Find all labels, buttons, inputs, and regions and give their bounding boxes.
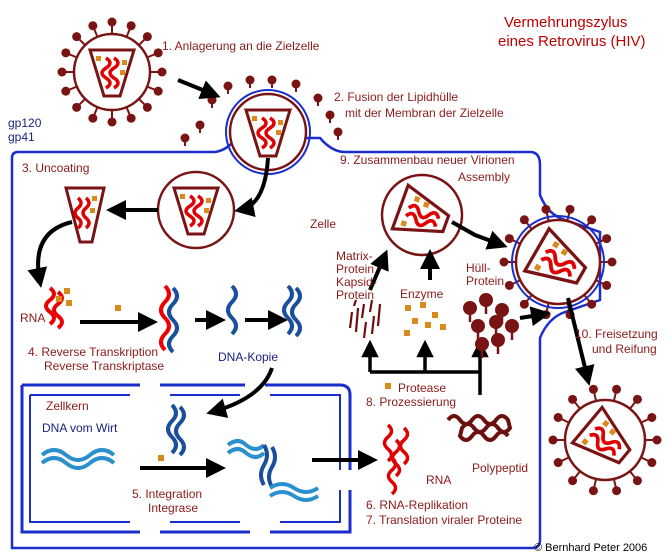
released-rna: [44, 286, 72, 330]
capsid: [522, 226, 588, 285]
step-5a: 5. Integration: [132, 487, 202, 501]
label-huell1: Hüll-: [466, 261, 491, 275]
capsid: [87, 48, 137, 98]
label-matrix1: Matrix-: [336, 249, 373, 263]
arrow-dna-nucleus: [206, 367, 274, 418]
label-rna1: RNA: [20, 311, 45, 325]
label-dna-wirt: DNA vom Wirt: [42, 421, 118, 435]
title-line2: eines Retrovirus (HIV): [498, 33, 646, 50]
virion-attaching: [57, 17, 167, 127]
step-4b: Reverse Transkriptase: [44, 359, 164, 373]
copyright: © Bernhard Peter 2006: [534, 542, 647, 554]
label-enzyme: Enzyme: [400, 287, 444, 301]
arrow-1-2: [177, 78, 221, 100]
label-polypeptid: Polypeptid: [472, 461, 528, 475]
label-gp41: gp41: [8, 130, 35, 144]
label-zelle: Zelle: [310, 217, 336, 231]
arrow-2-3: [234, 157, 270, 218]
protease-dot: [385, 383, 391, 389]
enzyme-dots: [404, 302, 446, 336]
arrow-uncoat-rna: [27, 220, 73, 288]
arrow-budding: [566, 297, 595, 386]
step-2b: mit der Membran der Zielzelle: [345, 106, 504, 120]
integrase-dot: [158, 455, 164, 461]
capsid: [171, 186, 221, 236]
step-7: 7. Translation viraler Proteine: [366, 513, 522, 527]
step-10a: 10. Freisetzung: [575, 327, 658, 341]
nucleus: [20, 383, 352, 534]
step-9: 9. Zusammenbau neuer Virionen: [340, 153, 515, 167]
label-gp120: gp120: [8, 116, 42, 130]
title-line1: Vermehrungszylus: [504, 14, 627, 31]
arrow-to-assembly: [451, 220, 508, 250]
label-kapsid1: Kapsid-: [336, 275, 377, 289]
polypeptide: [446, 414, 513, 442]
step-1: 1. Anlagerung an die Zielzelle: [162, 39, 320, 53]
virion-budding: [499, 204, 617, 320]
integrated-dna: [226, 439, 320, 502]
label-huell2: Protein: [466, 274, 504, 288]
label-protease: Protease: [398, 381, 446, 395]
host-dna: [40, 448, 116, 470]
label-zellkern: Zellkern: [46, 399, 89, 413]
step-2a: 2. Fusion der Lipidhülle: [334, 90, 458, 104]
label-kapsid2: Protein: [336, 288, 374, 302]
free-capsid: [64, 186, 106, 244]
single-dna-strand: [226, 284, 238, 336]
replicated-rna: [382, 423, 410, 496]
step-8: 8. Prozessierung: [366, 395, 456, 409]
capsid: [569, 404, 632, 465]
envelope-proteins: [463, 293, 519, 358]
virion-mature: [548, 384, 662, 496]
step-9b: Assembly: [458, 170, 510, 184]
label-rna2: RNA: [426, 473, 451, 487]
virion-uncoating: [156, 170, 236, 250]
matrix-capsid-proteins: [348, 299, 382, 339]
arrow-up-matrix: [368, 249, 389, 291]
virion-fusing: [225, 89, 311, 175]
label-matrix2: Protein: [336, 262, 374, 276]
step-3: 3. Uncoating: [22, 161, 89, 175]
step-10b: und Reifung: [592, 342, 657, 356]
capsid: [390, 182, 451, 234]
label-dna-kopie: DNA-Kopie: [218, 350, 278, 364]
arrows: [27, 78, 595, 478]
reverse-transcriptase-dot: [115, 305, 121, 311]
rna-dna-hybrid: [159, 284, 179, 354]
step-5b: Integrase: [148, 501, 198, 515]
arrow-huell-cell: [519, 306, 551, 327]
step-6: 6. RNA-Replikation: [366, 498, 468, 512]
capsid: [243, 108, 293, 158]
viral-dna-entering: [166, 403, 186, 457]
processing-bracket: [361, 339, 489, 395]
virion-assembly: [380, 173, 464, 257]
cell-membrane: [10, 136, 602, 550]
dna-copy-double: [282, 284, 302, 338]
step-4a: 4. Reverse Transkription: [28, 345, 158, 359]
nucleus-inner: [29, 394, 341, 523]
